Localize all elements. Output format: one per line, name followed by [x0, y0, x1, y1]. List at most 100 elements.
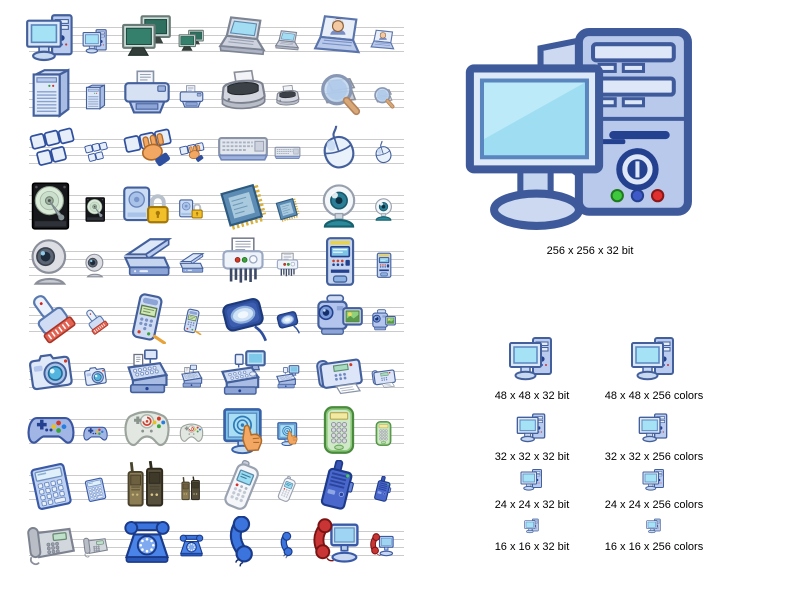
laptop-user-icon [313, 12, 365, 64]
server-icon [25, 68, 77, 120]
hard-drive-icon-small [82, 196, 109, 223]
size-preview-24-256colors: 24 x 24 x 256 colors [593, 468, 715, 512]
laptop-icon-pair [217, 12, 313, 64]
locked-drive-icon-pair [121, 180, 217, 232]
ip-phone-icon-pair [313, 516, 409, 568]
pos-terminal-icon [121, 292, 173, 344]
icon-row-6 [25, 290, 410, 346]
photo-camera-icon-small [82, 364, 109, 391]
cash-register-icon [121, 348, 173, 400]
computer-icon-32px [638, 412, 670, 449]
video-camera-icon-small [370, 308, 397, 335]
server-icon-pair [25, 68, 121, 120]
ip-phone-icon-small [370, 532, 397, 559]
barcode-scanner-icon-small [82, 308, 109, 335]
size-preview-16-32bit: 16 x 16 x 32 bit [471, 518, 593, 554]
monitors-icon-small [178, 28, 205, 55]
telephone-icon-small [178, 532, 205, 559]
cpu-chip-icon-pair [217, 180, 313, 232]
keyboard-keys-icon [25, 124, 77, 176]
computer-icon [25, 12, 77, 64]
barcode-scanner-icon [25, 292, 77, 344]
typing-hands-icon-pair [121, 124, 217, 176]
scanner-icon-small [178, 252, 205, 279]
calculator-icon-pair [25, 460, 121, 512]
scanner-icon [121, 236, 173, 288]
preview-panel: 256 x 256 x 32 bit [430, 24, 750, 258]
computer-icon-large [430, 24, 750, 236]
shredder-icon-small [274, 252, 301, 279]
cpu-chip-icon [217, 180, 269, 232]
gamepad-icon [25, 404, 77, 456]
size-preview-16-256colors: 16 x 16 x 256 colors [593, 518, 715, 554]
computer-icon-24px [642, 468, 666, 497]
size-label: 48 x 48 x 256 colors [604, 390, 704, 402]
cash-register-icon-pair [121, 348, 217, 400]
keyboard-icon [217, 124, 269, 176]
computer-icon-small [82, 28, 109, 55]
webcam-icon-pair [313, 180, 409, 232]
laptop-user-icon-small [370, 28, 397, 55]
hard-drive-icon-pair [25, 180, 121, 232]
fax-icon-small [370, 364, 397, 391]
laptop-user-icon-pair [313, 12, 409, 64]
printer-icon-small [178, 84, 205, 111]
video-camera-icon [313, 292, 365, 344]
computer-icon-pair [25, 12, 121, 64]
monitors-icon [121, 12, 173, 64]
size-label: 24 x 24 x 256 colors [604, 499, 704, 511]
office-phone-icon-pair [25, 516, 121, 568]
printer-icon-pair [121, 68, 217, 120]
size-label: 16 x 16 x 256 colors [604, 541, 704, 553]
printer-icon [121, 68, 173, 120]
pos-system-icon [217, 348, 269, 400]
touch-screen-icon-pair [217, 404, 313, 456]
transceiver-icon-pair [313, 460, 409, 512]
fax-icon-pair [313, 348, 409, 400]
pos-terminal-icon-small [178, 308, 205, 335]
icon-grid [25, 10, 410, 570]
icon-row-1 [25, 10, 410, 66]
size-label: 32 x 32 x 256 colors [604, 451, 704, 463]
cash-dispenser-icon [313, 236, 365, 288]
shredder-icon [217, 236, 269, 288]
calculator-icon-small [82, 476, 109, 503]
gamepad-icon-small [82, 420, 109, 447]
laptop-icon-small [274, 28, 301, 55]
computer-icon-16px [646, 518, 662, 539]
laptop-icon [217, 12, 269, 64]
photo-camera-icon [25, 348, 77, 400]
scanner-icon-pair [121, 236, 217, 288]
icon-row-2 [25, 66, 410, 122]
calculator-icon [25, 460, 77, 512]
pocket-calculator-icon [313, 404, 365, 456]
handset-icon [217, 516, 269, 568]
printer-3d-icon-small [274, 84, 301, 111]
keyboard-keys-icon-small [82, 140, 109, 167]
transceiver-icon-small [370, 475, 397, 503]
keyboard-icon-pair [217, 124, 313, 176]
size-label: 24 x 24 x 32 bit [494, 499, 570, 511]
telephone-icon-pair [121, 516, 217, 568]
touch-screen-icon-small [274, 420, 301, 447]
web-camera-icon-pair [25, 236, 121, 288]
game-controller-icon-pair [121, 404, 217, 456]
barcode-scanner-icon-pair [25, 292, 121, 344]
cell-phone-icon-pair [217, 460, 313, 512]
mouse-icon [313, 124, 365, 176]
keyboard-icon-small [274, 140, 301, 167]
keyboard-keys-icon-pair [25, 124, 121, 176]
size-label: 48 x 48 x 32 bit [494, 390, 570, 402]
webcam-icon [313, 180, 365, 232]
icon-row-3 [25, 122, 410, 178]
pocket-calculator-icon-pair [313, 404, 409, 456]
search-hardware-icon-pair [313, 68, 409, 120]
size-label: 32 x 32 x 32 bit [494, 451, 570, 463]
size-preview-48-256colors: 48 x 48 x 256 colors [593, 333, 715, 403]
computer-icon-48px [630, 335, 678, 388]
walkie-talkies-icon-pair [121, 460, 217, 512]
ip-phone-icon [313, 516, 365, 568]
game-controller-icon-small [178, 420, 205, 447]
printer-3d-icon-pair [217, 68, 313, 120]
trackball-icon-pair [217, 292, 313, 344]
